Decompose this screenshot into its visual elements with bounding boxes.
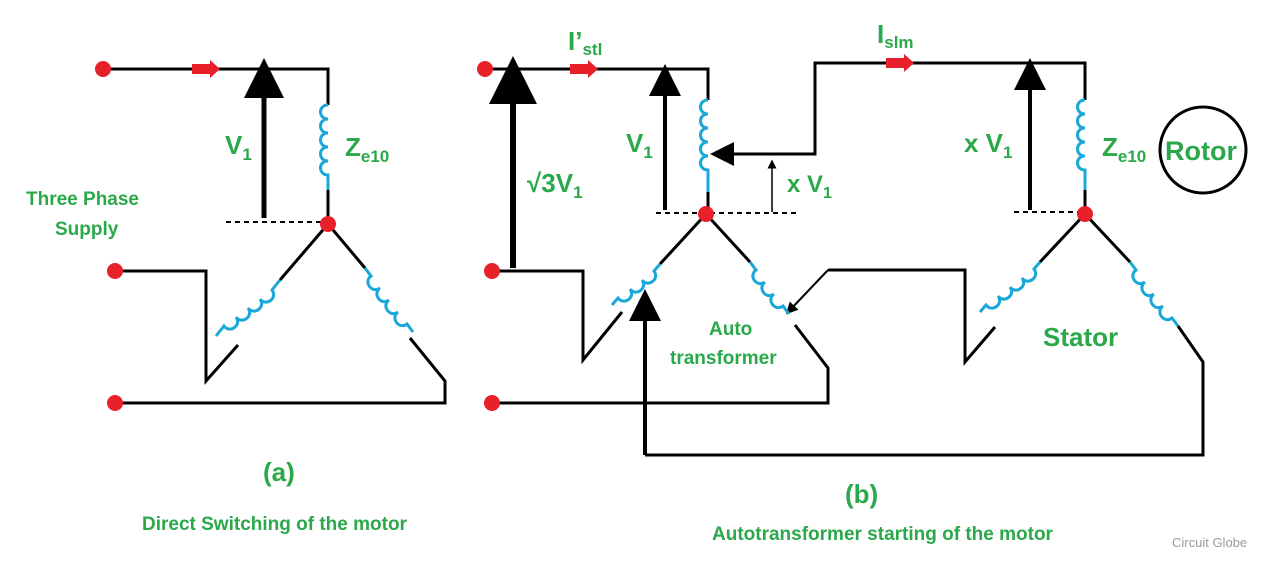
b-star-left-lead xyxy=(658,212,708,266)
rotor-label: Rotor xyxy=(1165,136,1237,166)
a-terminal-1 xyxy=(95,61,111,77)
rotor-circle xyxy=(1158,105,1248,195)
a-impedance-label: Ze10 xyxy=(345,132,389,166)
a-supply-label-2: Supply xyxy=(55,219,119,240)
b-motor-bottom-wire xyxy=(645,325,1205,457)
b-terminal-1 xyxy=(477,61,493,77)
stator-label: Stator xyxy=(1043,322,1118,352)
watermark: Circuit Globe xyxy=(1172,535,1247,550)
b-top-wire xyxy=(485,67,710,100)
b-auto-winding-tap-arrow xyxy=(785,269,829,315)
diagram-b: Rotor I’stl Islm √3V1 V1 x V1 x V1 Ze10 … xyxy=(477,19,1248,545)
a-terminal-2 xyxy=(107,263,123,279)
b-supply-voltage-label: √3V1 xyxy=(527,168,583,202)
b-tap-voltage-label: x V1 xyxy=(787,171,832,202)
a-current-arrow-icon xyxy=(192,60,220,78)
a-star-right-lead xyxy=(326,223,367,269)
a-caption-letter: (a) xyxy=(263,457,295,487)
a-stator-coil-left-icon xyxy=(214,279,282,337)
b-motor-star-point xyxy=(1077,206,1093,222)
b-motor-voltage-label: x V1 xyxy=(964,128,1013,162)
auto-label-1: Auto xyxy=(709,319,752,340)
b-auto-winding-right-icon xyxy=(748,261,791,315)
b-motor-current-label: Islm xyxy=(877,19,914,52)
auto-label-2: transformer xyxy=(670,348,777,369)
a-middle-wire xyxy=(115,269,240,385)
a-star-left-lead xyxy=(278,223,330,281)
b-bottom-wire xyxy=(492,324,830,405)
b-stator-coil-left-icon xyxy=(978,261,1042,313)
b-line-current-arrow-icon xyxy=(570,60,598,78)
a-terminal-3 xyxy=(107,395,123,411)
b-impedance-label: Ze10 xyxy=(1102,132,1146,166)
b-current-label: I’stl xyxy=(568,26,602,59)
b-caption-letter: (b) xyxy=(845,479,878,509)
b-auto-coil-icon xyxy=(699,98,710,192)
a-stator-coil-right-icon xyxy=(363,267,415,333)
b-stator-coil-right-icon xyxy=(1128,261,1180,327)
a-impedance-coil-icon xyxy=(319,103,330,190)
a-voltage-label: V1 xyxy=(225,130,252,164)
b-terminal-3 xyxy=(484,395,500,411)
b-auto-star-point xyxy=(698,206,714,222)
b-terminal-2 xyxy=(484,263,500,279)
a-bottom-wire xyxy=(115,337,447,405)
b-caption-text: Autotransformer starting of the motor xyxy=(712,524,1054,545)
b-motor-middle-wire xyxy=(828,268,997,367)
b-motor-star-left-lead xyxy=(1038,212,1087,264)
b-voltage-label: V1 xyxy=(626,128,653,162)
a-top-wire xyxy=(103,67,330,105)
b-auto-winding-left-icon xyxy=(610,263,662,306)
b-star-right-lead xyxy=(704,212,752,264)
b-motor-current-arrow-icon xyxy=(886,54,914,72)
b-tap-wire xyxy=(720,61,1087,156)
diagram-a: Three Phase Supply V1 Ze10 (a) Direct Sw… xyxy=(26,58,447,535)
b-motor-impedance-coil-icon xyxy=(1076,98,1087,190)
b-middle-wire xyxy=(492,269,624,365)
b-motor-star-right-lead xyxy=(1083,212,1132,264)
a-caption-text: Direct Switching of the motor xyxy=(142,514,408,535)
a-supply-label-1: Three Phase xyxy=(26,189,139,210)
a-star-point xyxy=(320,216,336,232)
